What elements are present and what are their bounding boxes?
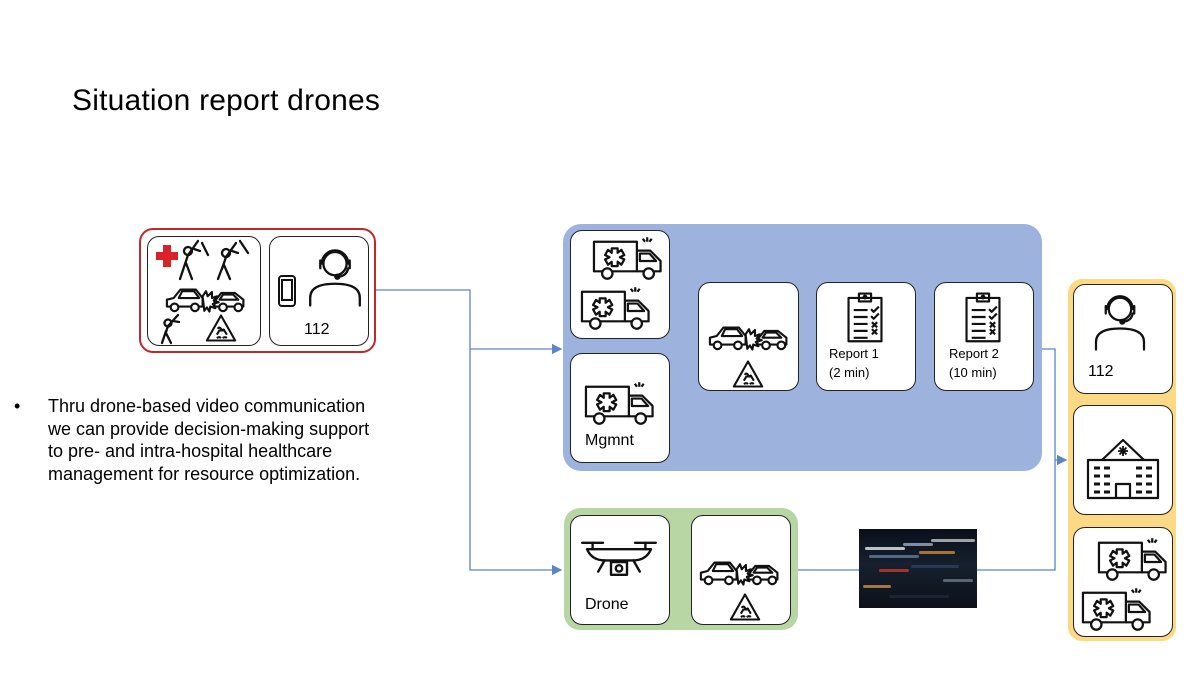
- report-1-duration: (2 min): [829, 365, 870, 380]
- report-1-label: Report 1 (2 min): [829, 344, 879, 382]
- report-1-title: Report 1: [829, 346, 879, 361]
- operator-headset-icon: [1090, 291, 1150, 351]
- report-2-duration: (10 min): [949, 365, 997, 380]
- mobile-phone-icon: [278, 275, 296, 307]
- call-center-card: 112: [269, 236, 369, 346]
- operator-headset-icon: [304, 245, 366, 307]
- incident-scene-card: [147, 236, 261, 346]
- drone-scene-card: [691, 515, 791, 625]
- ambulance-icon: [591, 235, 665, 281]
- night-traffic-photo: [859, 529, 977, 608]
- checklist-icon: [843, 291, 887, 343]
- hospital-card: [1073, 405, 1173, 515]
- waving-people-icon: [178, 239, 250, 281]
- slippery-road-sign-icon: [731, 359, 765, 389]
- slippery-road-sign-icon: [204, 313, 238, 343]
- bullet-marker: •: [14, 396, 21, 416]
- report-1-card: Report 1 (2 min): [816, 282, 916, 391]
- incident-scene-card: [698, 282, 799, 391]
- car-crash-icon: [694, 554, 786, 588]
- right-call-center-card: 112: [1073, 284, 1173, 394]
- ambulance-icon: [579, 285, 653, 331]
- slippery-road-sign-icon: [728, 592, 762, 622]
- car-crash-icon: [158, 281, 254, 315]
- call-center-label: 112: [304, 321, 330, 338]
- drone-card: Drone: [570, 515, 670, 625]
- car-crash-icon: [703, 319, 795, 353]
- bullet-text: Thru drone-based video communication we …: [48, 396, 370, 484]
- checklist-icon: [961, 291, 1005, 343]
- ambulance-icon: [1080, 586, 1154, 632]
- report-2-title: Report 2: [949, 346, 999, 361]
- ambulance-fleet-card: [1073, 527, 1173, 637]
- drone-label: Drone: [585, 596, 629, 613]
- report-2-label: Report 2 (10 min): [949, 344, 999, 382]
- ambulance-icon: [583, 380, 657, 426]
- management-label: Mgmnt: [585, 432, 634, 449]
- waving-person-icon: [160, 313, 181, 345]
- right-call-center-label: 112: [1088, 363, 1114, 380]
- ambulance-icon: [1096, 536, 1170, 582]
- report-2-card: Report 2 (10 min): [934, 282, 1034, 391]
- slide-title: Situation report drones: [72, 84, 381, 117]
- management-card: Mgmnt: [570, 353, 670, 463]
- incident-call-group: 112: [139, 228, 376, 353]
- ambulance-fleet-card: [570, 230, 670, 339]
- hospital-icon: [1086, 438, 1160, 500]
- drone-icon: [579, 538, 659, 586]
- red-cross-icon: [156, 245, 178, 267]
